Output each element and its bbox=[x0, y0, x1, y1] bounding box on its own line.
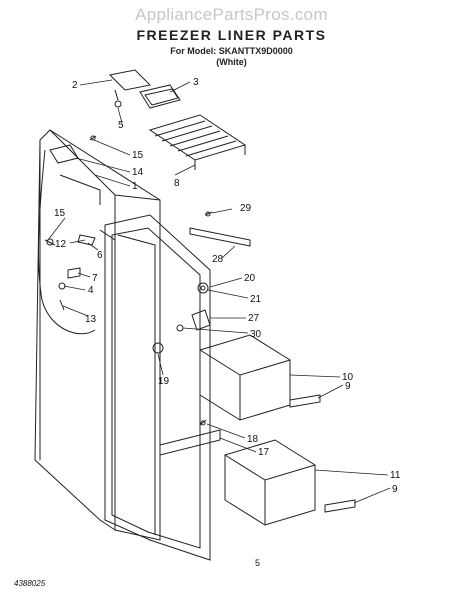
bottom-trim bbox=[159, 419, 221, 456]
callout-label: 4 bbox=[88, 285, 94, 296]
watermark-text: AppliancePartsPros.com bbox=[135, 5, 328, 24]
callout-label: 11 bbox=[390, 470, 401, 481]
page-number: 5 bbox=[255, 558, 261, 568]
document-number: 4388025 bbox=[14, 579, 46, 588]
callout-label: 14 bbox=[132, 167, 144, 178]
model-line: For Model: SKANTTX9D0000 bbox=[170, 46, 293, 56]
callout-label: 29 bbox=[240, 203, 252, 214]
callout-label: 7 bbox=[92, 273, 98, 284]
diagram-title: FREEZER LINER PARTS bbox=[136, 27, 327, 43]
callout-label: 12 bbox=[55, 239, 67, 250]
callout-label: 6 bbox=[97, 250, 103, 261]
callout-label: 20 bbox=[244, 273, 256, 284]
callout-label: 3 bbox=[193, 77, 199, 88]
liner-front-frame bbox=[104, 214, 211, 561]
basket-rail bbox=[189, 211, 251, 247]
callout-label: 18 bbox=[247, 434, 259, 445]
light-housing-parts bbox=[108, 69, 181, 109]
interior-small-parts bbox=[44, 234, 96, 311]
leader-lines bbox=[47, 79, 391, 504]
callout-label: 19 bbox=[158, 376, 170, 387]
side-bracket-parts bbox=[49, 135, 97, 164]
callout-label: 15 bbox=[132, 150, 144, 161]
callout-label: 30 bbox=[250, 329, 262, 340]
basket-front-bars bbox=[289, 394, 356, 513]
callout-label: 9 bbox=[392, 484, 398, 495]
wire-shelf bbox=[148, 114, 247, 170]
freezer-basket-lower bbox=[224, 439, 316, 526]
color-line: (White) bbox=[216, 57, 247, 67]
callout-label: 21 bbox=[250, 294, 262, 305]
callout-label: 10 bbox=[342, 372, 354, 383]
callout-label: 27 bbox=[248, 313, 260, 324]
callout-label: 9 bbox=[345, 381, 351, 392]
callout-label: 13 bbox=[85, 314, 97, 325]
callout-label: 15 bbox=[54, 208, 66, 219]
callout-label: 1 bbox=[132, 181, 138, 192]
callout-label: 2 bbox=[72, 80, 78, 91]
callout-label: 8 bbox=[174, 178, 180, 189]
callout-label: 5 bbox=[118, 120, 124, 131]
callout-label: 28 bbox=[212, 254, 224, 265]
callout-label: 17 bbox=[258, 447, 270, 458]
